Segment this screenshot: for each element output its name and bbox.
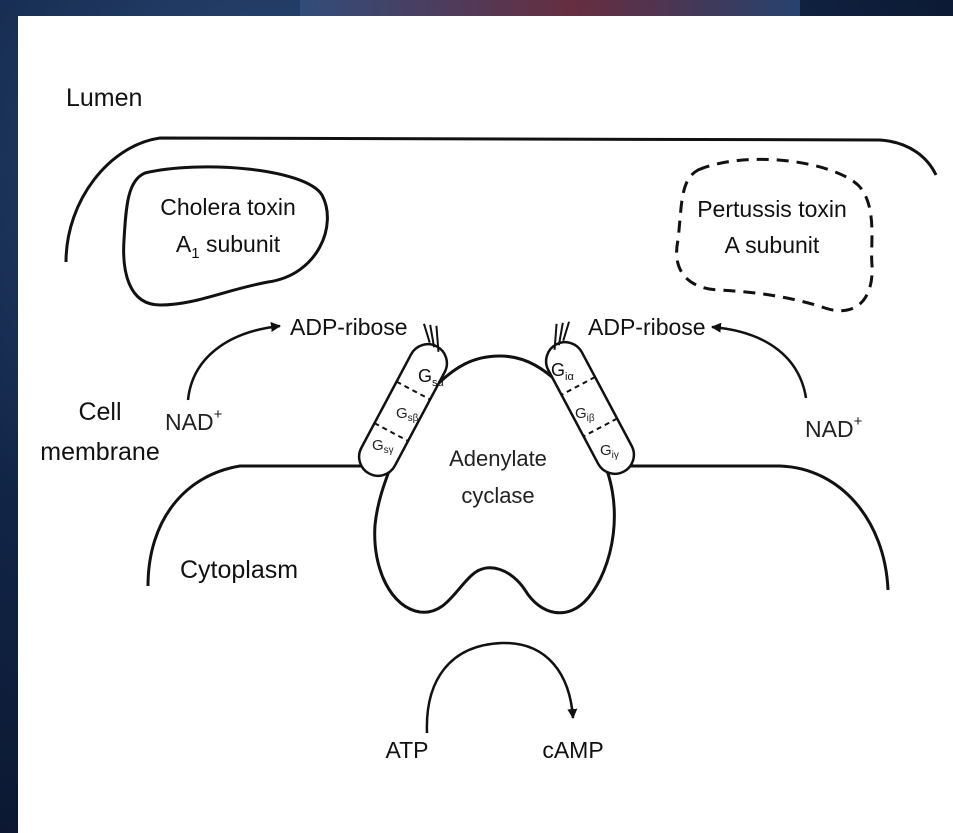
gs-gamma-letter: G	[372, 437, 384, 454]
nad-right-charge: +	[854, 413, 863, 430]
pertussis-subunit-label: A subunit	[725, 232, 820, 258]
pertussis-toxin-label: Pertussis toxin	[697, 196, 847, 222]
gi-beta-sub: iβ	[587, 413, 595, 424]
nad-left-charge: +	[214, 406, 223, 423]
gi-gamma-sub: iγ	[612, 450, 619, 461]
gs-gamma-sub: sγ	[384, 445, 394, 456]
cholera-subunit-letter: A	[176, 231, 192, 257]
adp-ribose-right-label: ADP-ribose	[588, 314, 706, 340]
adp-ribose-left-label: ADP-ribose	[290, 314, 408, 340]
nad-right-arrow	[712, 327, 806, 398]
nad-left-label: NAD+	[165, 406, 223, 435]
cell-membrane-label-line2: membrane	[40, 438, 160, 466]
nad-left-text: NAD	[165, 409, 214, 435]
lumen-label: Lumen	[66, 84, 142, 112]
gi-alpha-letter: G	[551, 360, 565, 380]
nad-right-label: NAD+	[805, 413, 863, 442]
gs-beta-letter: G	[396, 405, 408, 422]
nad-left-arrow	[188, 326, 280, 400]
gs-alpha-sub: sα	[432, 377, 445, 389]
cholera-subunit-label: A1 subunit	[176, 231, 281, 262]
cell-membrane-label-line1: Cell	[78, 398, 121, 426]
gi-gamma-letter: G	[600, 442, 612, 459]
gi-alpha-sub: iα	[565, 371, 574, 383]
cholera-subunit-index: 1	[191, 245, 199, 262]
adenylate-cyclase-label-line2: cyclase	[461, 483, 534, 508]
nad-right-text: NAD	[805, 416, 854, 442]
gs-beta-sub: sβ	[408, 413, 419, 424]
atp-label: ATP	[385, 737, 428, 763]
atp-to-camp-arrow	[427, 643, 573, 733]
gs-alpha-letter: G	[418, 366, 432, 386]
cholera-subunit-word: subunit	[200, 231, 281, 257]
camp-label: cAMP	[542, 737, 603, 763]
adenylate-cyclase-label-line1: Adenylate	[449, 446, 547, 471]
cholera-toxin-label: Cholera toxin	[160, 194, 296, 220]
gi-beta-letter: G	[575, 405, 587, 422]
cell-membrane-right	[630, 466, 888, 590]
cytoplasm-label: Cytoplasm	[180, 556, 298, 584]
